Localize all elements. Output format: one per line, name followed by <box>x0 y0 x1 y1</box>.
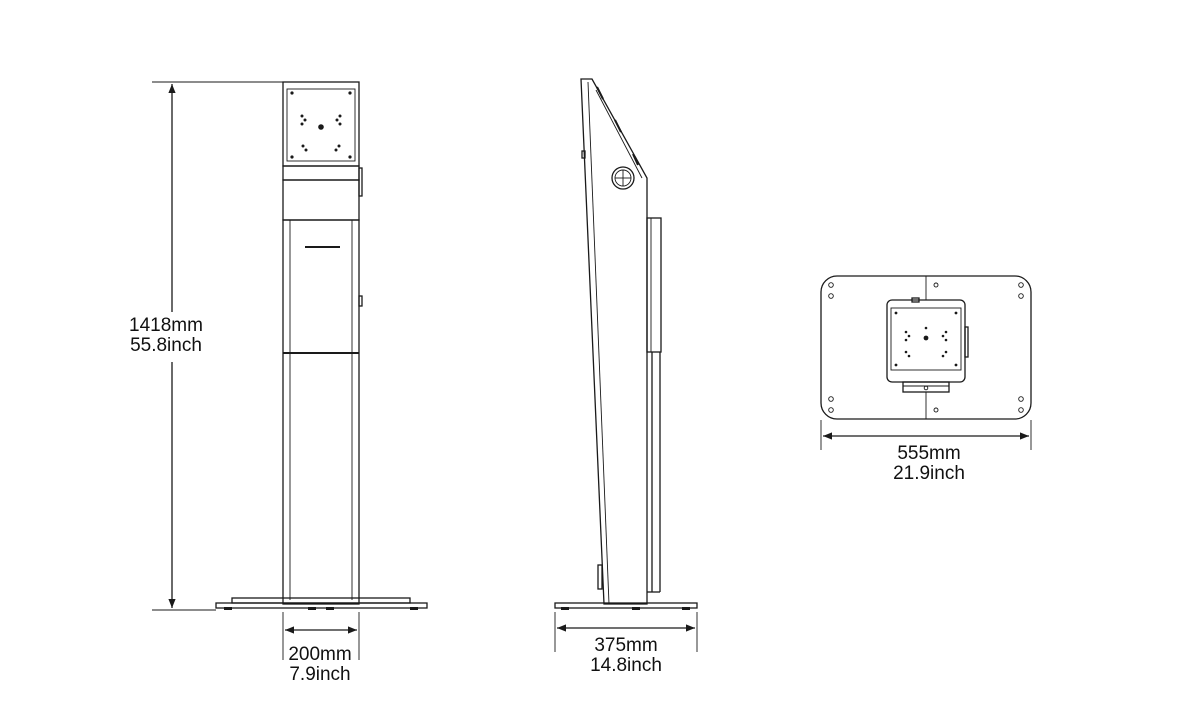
front-width-imperial: 7.9inch <box>289 664 350 685</box>
height-metric: 1418mm <box>129 315 203 336</box>
vesa-holes <box>290 91 352 159</box>
depth-imperial: 14.8inch <box>590 655 662 676</box>
top-view: 555mm 21.9inch <box>820 275 1032 484</box>
depth-metric: 375mm <box>594 635 657 656</box>
side-view: 375mm 14.8inch <box>554 78 698 676</box>
front-view: 1418mm 55.8inch 200mm 7.9inch <box>129 81 428 685</box>
top-plate-holes <box>894 311 958 367</box>
base-width-metric: 555mm <box>897 443 960 464</box>
base-width-imperial: 21.9inch <box>893 463 965 484</box>
base-holes <box>828 282 1024 413</box>
front-width-metric: 200mm <box>288 644 351 665</box>
height-imperial: 55.8inch <box>130 335 202 356</box>
